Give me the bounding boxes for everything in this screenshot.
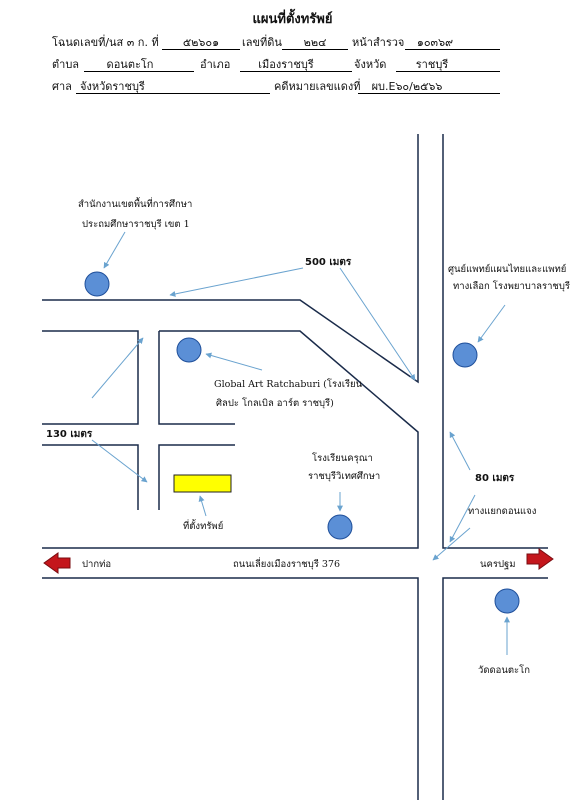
direction-right-label: นครปฐม xyxy=(480,559,516,570)
case-underline xyxy=(358,93,500,94)
road-name-label: ถนนเลี่ยงเมืองราชบุรี 376 xyxy=(233,559,341,570)
art-school-marker xyxy=(176,337,202,363)
pointer-80-up xyxy=(449,431,471,471)
survey-value: ๑๐๓๖๙ xyxy=(416,36,454,49)
road-edge xyxy=(442,577,548,800)
education-office-line1: สำนักงานเขตพื้นที่การศึกษา xyxy=(78,199,193,210)
pointer-80-down xyxy=(449,494,476,543)
kruna-school-marker xyxy=(327,514,353,540)
province-label: จังหวัด xyxy=(354,58,387,71)
arrow-left-icon xyxy=(43,552,71,574)
pointer-130-down xyxy=(91,439,148,483)
road-edge xyxy=(42,330,419,549)
art-school-line2: ศิลปะ โกลเบิล อาร์ต ราชบุรี) xyxy=(216,398,334,409)
court-label: ศาล xyxy=(52,80,72,93)
subdistrict-underline xyxy=(84,71,194,72)
kruna-school-line1: โรงเรียนครุณา xyxy=(312,453,373,464)
province-underline xyxy=(396,71,500,72)
pointer-hospital xyxy=(477,304,506,343)
hospital-line1: ศูนย์แพทย์แผนไทยและแพทย์ xyxy=(448,264,567,275)
property-label: ที่ตั้งทรัพย์ xyxy=(183,521,224,532)
temple-marker xyxy=(494,588,520,614)
district-label: อำเภอ xyxy=(200,58,231,71)
land-underline xyxy=(282,49,348,50)
art-school-line1: Global Art Ratchaburi (โรงเรียน xyxy=(214,379,363,390)
pointer-130-up xyxy=(91,337,144,399)
road-network xyxy=(42,134,548,800)
distance-80: 80 เมตร xyxy=(475,473,515,484)
court-value: จังหวัดราชบุรี xyxy=(80,80,145,93)
road-edge xyxy=(158,444,235,510)
road-edge xyxy=(42,444,139,510)
education-office-marker xyxy=(84,271,110,297)
arrow-right-icon xyxy=(526,548,554,570)
pointer-art-school xyxy=(205,352,263,371)
court-underline xyxy=(76,93,270,94)
land-value: ๒๒๔ xyxy=(303,36,327,49)
case-label: คดีหมายเลขแดงที่ xyxy=(274,80,361,93)
land-label: เลขที่ดิน xyxy=(242,36,282,49)
hospital-line2: ทางเลือก โรงพยาบาลราชบุรี xyxy=(453,281,570,292)
road-edge xyxy=(42,134,419,384)
pointer-500-right xyxy=(339,267,416,381)
district-underline xyxy=(240,71,352,72)
road-edge xyxy=(158,331,235,425)
road-edge xyxy=(42,577,419,800)
case-value: ผบ.E๖๐/๒๕๖๖ xyxy=(371,80,443,93)
province-value: ราชบุรี xyxy=(415,58,449,71)
direction-left-label: ปากท่อ xyxy=(82,559,112,570)
junction-label: ทางแยกดอนแจง xyxy=(468,506,537,517)
subdistrict-label: ตำบล xyxy=(52,58,80,71)
pointer-property xyxy=(198,495,207,517)
hospital-marker xyxy=(452,342,478,368)
pointer-education-office xyxy=(103,231,126,269)
district-value: เมืองราชบุรี xyxy=(258,58,314,71)
deed-underline xyxy=(162,49,240,50)
distance-500: 500 เมตร xyxy=(305,257,352,268)
survey-underline xyxy=(405,49,500,50)
temple-label: วัดดอนตะโก xyxy=(478,665,530,676)
subdistrict-value: ดอนตะโก xyxy=(106,58,154,71)
road-edge xyxy=(442,134,548,549)
page-title: แผนที่ตั้งทรัพย์ xyxy=(252,12,333,27)
education-office-line2: ประถมศึกษาราชบุรี เขต 1 xyxy=(82,219,190,230)
survey-label: หน้าสำรวจ xyxy=(352,36,405,49)
kruna-school-line2: ราชบุรีวิเทศศึกษา xyxy=(308,471,381,482)
landmark-markers xyxy=(84,271,520,614)
pointer-junction xyxy=(432,527,471,561)
deed-value: ๕๒๖๐๑ xyxy=(182,36,220,49)
pointer-500-left xyxy=(169,267,304,297)
property-box xyxy=(173,474,232,493)
road-edge xyxy=(42,330,139,425)
pointer-lines xyxy=(91,231,510,655)
distance-130: 130 เมตร xyxy=(46,429,93,440)
deed-label: โฉนดเลขที่/นส ๓ ก. ที่ xyxy=(52,36,159,49)
